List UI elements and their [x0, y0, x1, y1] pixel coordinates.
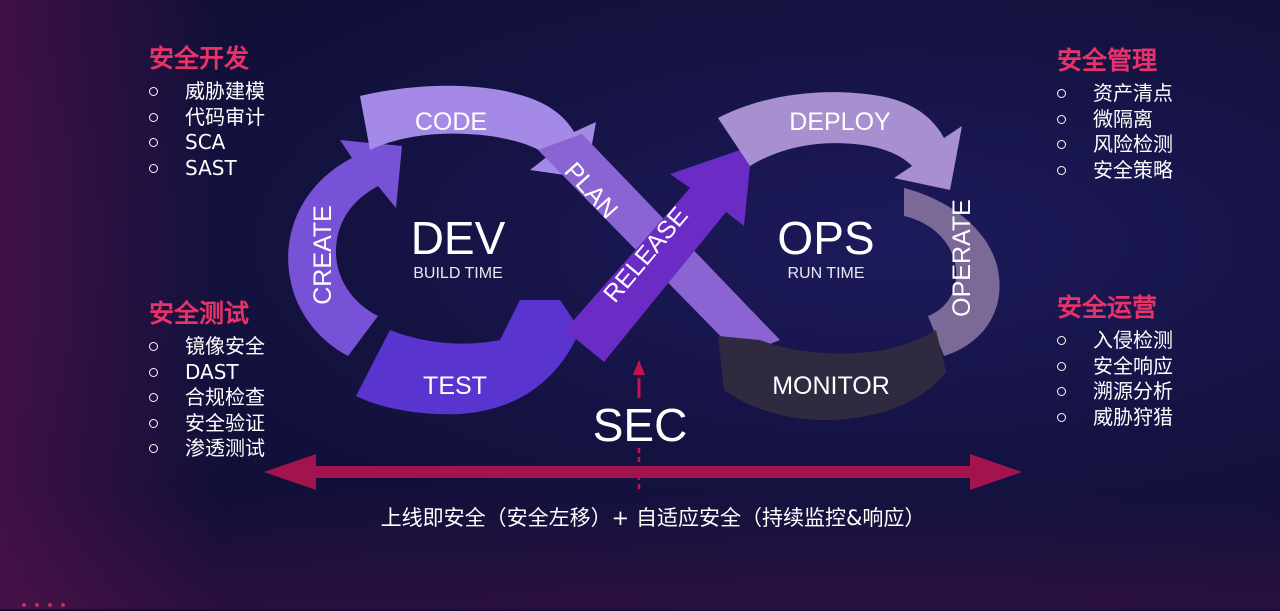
- sec-label: SEC: [593, 399, 688, 451]
- list-item: 镜像安全: [149, 334, 265, 360]
- operate-arrow: [904, 188, 1000, 356]
- deploy-arrow: [718, 92, 962, 190]
- dev-security-list: 威胁建模 代码审计 SCA SAST: [149, 79, 265, 181]
- circle-bullet-icon: [149, 87, 158, 96]
- stage-label-operate: OPERATE: [948, 199, 976, 317]
- list-item: 资产清点: [1057, 81, 1173, 107]
- circle-bullet-icon: [1057, 361, 1066, 371]
- test-security-list: 镜像安全 DAST 合规检查 安全验证 渗透测试: [149, 334, 265, 462]
- list-item: 风险检测: [1057, 132, 1173, 158]
- test-arrow: [356, 300, 580, 415]
- create-arrow: [288, 140, 402, 356]
- list-item: 安全响应: [1057, 354, 1173, 380]
- decorative-dots: [22, 592, 74, 611]
- circle-bullet-icon: [1057, 412, 1066, 422]
- list-item: 威胁狩猎: [1057, 405, 1173, 431]
- circle-bullet-icon: [1057, 140, 1066, 149]
- circle-bullet-icon: [149, 112, 158, 122]
- ops-security-panel: 安全运营 入侵检测 安全响应 溯源分析 威胁狩猎: [1057, 294, 1173, 430]
- list-item: 渗透测试: [149, 436, 265, 462]
- list-item: SCA: [149, 130, 265, 156]
- ops-security-list: 入侵检测 安全响应 溯源分析 威胁狩猎: [1057, 328, 1173, 430]
- dev-subtitle: BUILD TIME: [413, 265, 503, 282]
- stage-label-test: TEST: [423, 372, 487, 400]
- circle-bullet-icon: [1057, 336, 1066, 345]
- panel-title: 安全开发: [149, 44, 250, 73]
- dot-icon: [35, 603, 39, 607]
- list-item: 入侵检测: [1057, 328, 1173, 354]
- background-glow-left: [0, 0, 220, 609]
- circle-bullet-icon: [149, 393, 158, 402]
- list-item: 威胁建模: [149, 79, 265, 105]
- mgmt-security-list: 资产清点 微隔离 风险检测 安全策略: [1057, 81, 1173, 183]
- dev-title: DEV: [411, 212, 506, 264]
- panel-title: 安全管理: [1057, 46, 1158, 75]
- timeline-double-arrow: [264, 454, 1022, 490]
- circle-bullet-icon: [149, 342, 158, 351]
- code-arrow: [360, 85, 596, 178]
- panel-title: 安全测试: [149, 299, 250, 328]
- monitor-arrow: [718, 330, 946, 421]
- circle-bullet-icon: [1057, 114, 1066, 124]
- stage-label-monitor: MONITOR: [772, 372, 890, 400]
- circle-bullet-icon: [1057, 387, 1066, 396]
- circle-bullet-icon: [149, 163, 158, 173]
- list-item: 安全验证: [149, 411, 265, 437]
- dev-security-panel: 安全开发 威胁建模 代码审计 SCA SAST: [149, 45, 265, 181]
- sec-pointer-arrowhead: [633, 360, 645, 375]
- circle-bullet-icon: [1057, 89, 1066, 98]
- circle-bullet-icon: [149, 367, 158, 377]
- list-item: 代码审计: [149, 105, 265, 131]
- dot-icon: [22, 603, 26, 607]
- circle-bullet-icon: [149, 418, 158, 428]
- panel-title: 安全运营: [1057, 293, 1158, 322]
- ops-title: OPS: [777, 212, 874, 264]
- circle-bullet-icon: [1057, 165, 1066, 175]
- list-item: 溯源分析: [1057, 379, 1173, 405]
- test-security-panel: 安全测试 镜像安全 DAST 合规检查 安全验证 渗透测试: [149, 300, 265, 462]
- background-glow-bottom: [0, 489, 1280, 609]
- stage-label-code: CODE: [415, 108, 487, 136]
- list-item: 安全策略: [1057, 158, 1173, 184]
- dot-icon: [61, 603, 65, 607]
- release-arrow: [565, 146, 752, 362]
- dot-icon: [48, 603, 52, 607]
- mgmt-security-panel: 安全管理 资产清点 微隔离 风险检测 安全策略: [1057, 47, 1173, 183]
- list-item: SAST: [149, 156, 265, 182]
- tagline: 上线即安全（安全左移）+ 自适应安全（持续监控&响应）: [380, 506, 926, 530]
- circle-bullet-icon: [149, 444, 158, 453]
- stage-label-deploy: DEPLOY: [789, 108, 891, 136]
- stage-label-create: CREATE: [309, 205, 337, 305]
- ops-subtitle: RUN TIME: [787, 265, 864, 282]
- list-item: 合规检查: [149, 385, 265, 411]
- circle-bullet-icon: [149, 138, 158, 147]
- list-item: 微隔离: [1057, 107, 1173, 133]
- list-item: DAST: [149, 360, 265, 386]
